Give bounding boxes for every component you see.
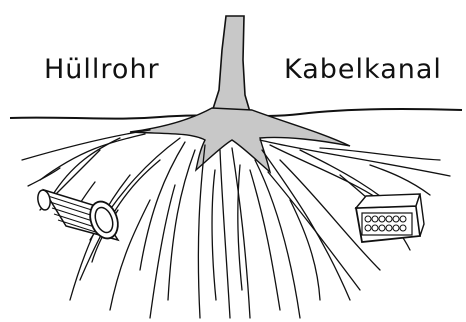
label-huellrohr: Hüllrohr (44, 56, 160, 83)
tree-trunk (212, 16, 250, 112)
pipe-illustration (36, 189, 122, 242)
label-kabelkanal: Kabelkanal (284, 56, 442, 83)
duct-illustration (356, 194, 424, 242)
